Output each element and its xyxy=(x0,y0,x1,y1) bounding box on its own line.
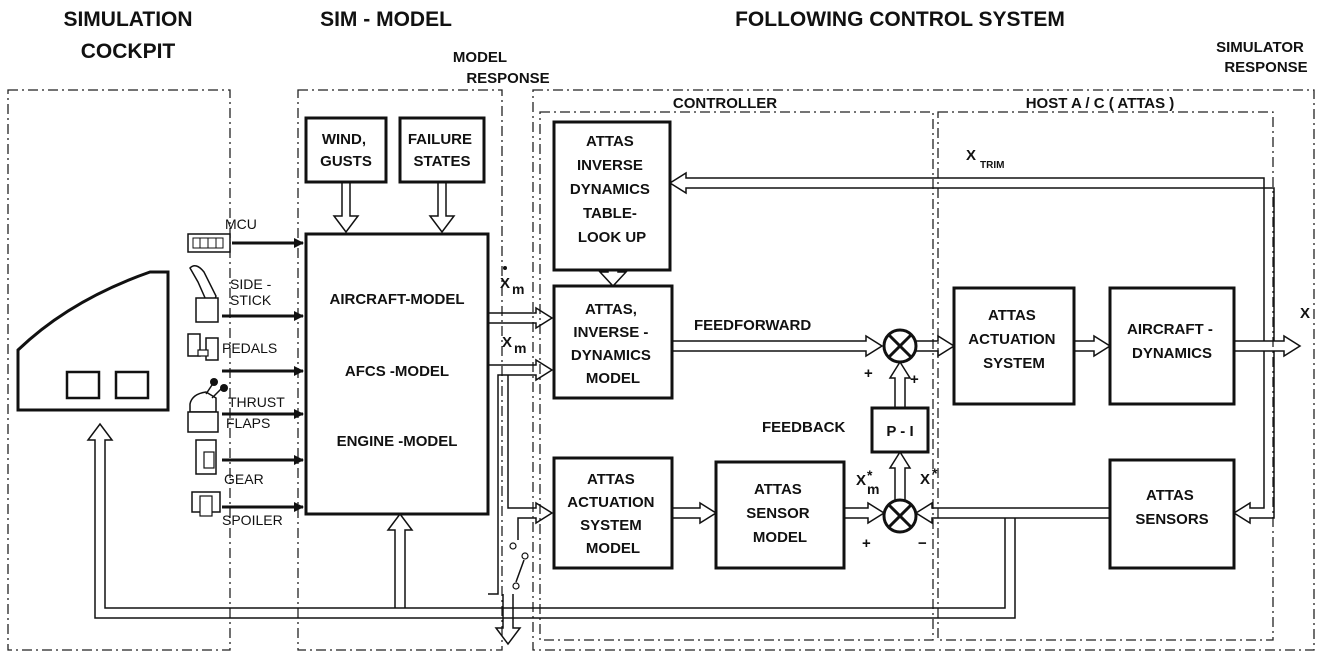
label-x-trim: X TRIM xyxy=(966,147,1004,171)
heading-sim-model: SIM - MODEL xyxy=(320,8,452,31)
label-flaps: FLAPS xyxy=(226,415,270,431)
signal-sensor-to-junction xyxy=(844,503,884,523)
signal-table-to-inverse xyxy=(600,270,626,286)
label-thrust: THRUST xyxy=(228,394,285,410)
svg-text:X: X xyxy=(500,275,510,292)
label-afcs-model: AFCS -MODEL xyxy=(345,363,449,380)
sign-plus-feedforward-right: + xyxy=(910,371,919,388)
heading-simulator-response: RESPONSE xyxy=(1224,59,1307,76)
svg-text:m: m xyxy=(514,340,526,356)
label-aircraft-model: AIRCRAFT-MODEL xyxy=(330,291,465,308)
signal-x-to-sensors xyxy=(1234,351,1274,523)
sign-minus-feedback: − xyxy=(918,535,927,552)
pedals-icon xyxy=(188,334,218,360)
sign-plus-feedback: + xyxy=(862,535,871,552)
signal-pi-to-junction xyxy=(890,362,910,408)
signal-sum-to-actuation xyxy=(916,336,954,356)
label-pedals: PEDALS xyxy=(222,340,277,356)
signal-sensors-to-junction xyxy=(916,503,1110,523)
label-side: SIDE - xyxy=(230,276,272,292)
svg-text:TRIM: TRIM xyxy=(980,160,1004,171)
thrust-lever-icon xyxy=(188,378,228,432)
label-feedback: FEEDBACK xyxy=(762,419,846,436)
sign-plus-feedforward-left: + xyxy=(864,365,873,382)
label-feedforward: FEEDFORWARD xyxy=(694,317,811,334)
signal-model-response-out xyxy=(496,594,520,644)
svg-text:X: X xyxy=(920,471,930,488)
block-wind-gusts xyxy=(306,118,386,182)
svg-text:X: X xyxy=(856,472,866,489)
signal-actuation-to-sensor xyxy=(672,503,716,523)
side-stick-icon xyxy=(190,266,218,322)
svg-text:m: m xyxy=(867,481,879,497)
heading-cockpit: COCKPIT xyxy=(81,40,176,63)
heading-controller: CONTROLLER xyxy=(673,95,777,112)
label-xm-star: X * m xyxy=(856,467,879,497)
heading-model-response: RESPONSE xyxy=(466,70,549,87)
summing-junction-feedforward xyxy=(884,330,916,362)
heading-following-control-system: FOLLOWING CONTROL SYSTEM xyxy=(735,8,1065,31)
signal-xm xyxy=(488,360,552,594)
svg-text:*: * xyxy=(932,465,938,481)
signal-xm-dot xyxy=(488,308,552,328)
signal-x-out xyxy=(1234,336,1300,356)
cockpit-window-left xyxy=(67,372,99,398)
label-xm: X m xyxy=(502,334,526,356)
label-xm-dot: X m xyxy=(500,266,524,297)
switch-icon xyxy=(510,543,528,589)
heading-host-aircraft: HOST A / C ( ATTAS ) xyxy=(1026,95,1175,112)
svg-text:m: m xyxy=(512,281,524,297)
label-x-star: X * xyxy=(920,465,938,488)
heading-simulation: SIMULATION xyxy=(63,8,192,31)
signal-feedback-to-sim-model xyxy=(388,514,412,608)
signal-xm-branch xyxy=(508,375,552,540)
signal-junction-to-pi xyxy=(890,452,910,500)
summing-junction-feedback xyxy=(884,500,916,532)
label-stick: STICK xyxy=(230,292,272,308)
cockpit-window-right xyxy=(116,372,148,398)
hollow-arrow-failure xyxy=(430,182,454,232)
block-pi-label: P - I xyxy=(886,423,913,440)
spoiler-lever-icon xyxy=(192,492,220,516)
hollow-arrow-wind xyxy=(334,182,358,232)
heading-model: MODEL xyxy=(453,49,507,66)
label-gear: GEAR xyxy=(224,471,264,487)
block-sensor-model-label: ATTAS SENSOR MODEL xyxy=(746,481,814,546)
svg-text:X: X xyxy=(966,147,976,164)
label-mcu: MCU xyxy=(225,216,257,232)
label-engine-model: ENGINE -MODEL xyxy=(337,433,458,450)
signal-actuation-to-dynamics xyxy=(1074,336,1110,356)
block-failure-states xyxy=(400,118,484,182)
signal-feedforward xyxy=(672,336,882,356)
gear-lever-icon xyxy=(196,440,216,474)
label-x-out: X xyxy=(1300,305,1310,322)
label-spoiler: SPOILER xyxy=(222,512,283,528)
mcu-icon xyxy=(188,234,230,252)
svg-text:X: X xyxy=(502,334,512,351)
heading-simulator: SIMULATOR xyxy=(1216,39,1304,56)
